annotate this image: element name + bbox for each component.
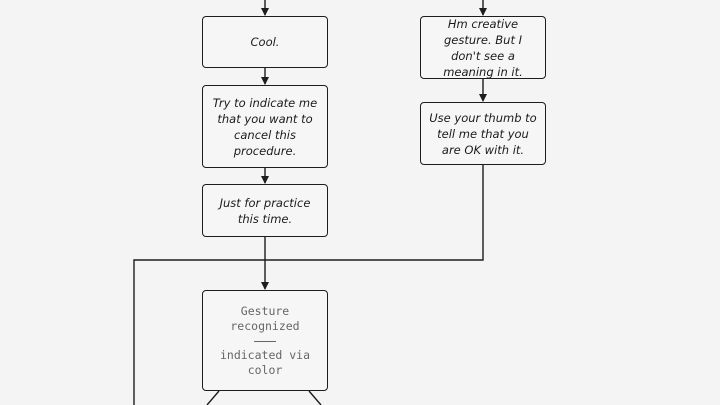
connector-thumb-to-merge <box>133 165 484 405</box>
node-thumb-ok-text: Use your thumb to tell me that you are O… <box>429 110 537 157</box>
state-subtitle: indicated via color <box>219 347 310 377</box>
node-creative-gesture: Hm creative gesture. But I don't see a m… <box>420 16 546 79</box>
connector-gesture-out-right <box>308 390 322 405</box>
node-thumb-ok: Use your thumb to tell me that you are O… <box>420 102 546 165</box>
node-cancel-procedure: Try to indicate me that you want to canc… <box>202 85 328 168</box>
node-cool-text: Cool. <box>250 35 280 49</box>
node-cancel-procedure-text: Try to indicate me that you want to canc… <box>212 95 318 158</box>
node-cool: Cool. <box>202 16 328 68</box>
state-title: Gesture recognized <box>230 303 300 333</box>
node-practice: Just for practice this time. <box>202 184 328 237</box>
state-divider <box>254 340 276 342</box>
node-gesture-recognized: Gesture recognized indicated via color <box>202 290 328 391</box>
node-creative-gesture-text: Hm creative gesture. But I don't see a m… <box>443 16 523 79</box>
connector-gesture-out-left <box>206 390 220 405</box>
node-practice-text: Just for practice this time. <box>219 195 311 226</box>
